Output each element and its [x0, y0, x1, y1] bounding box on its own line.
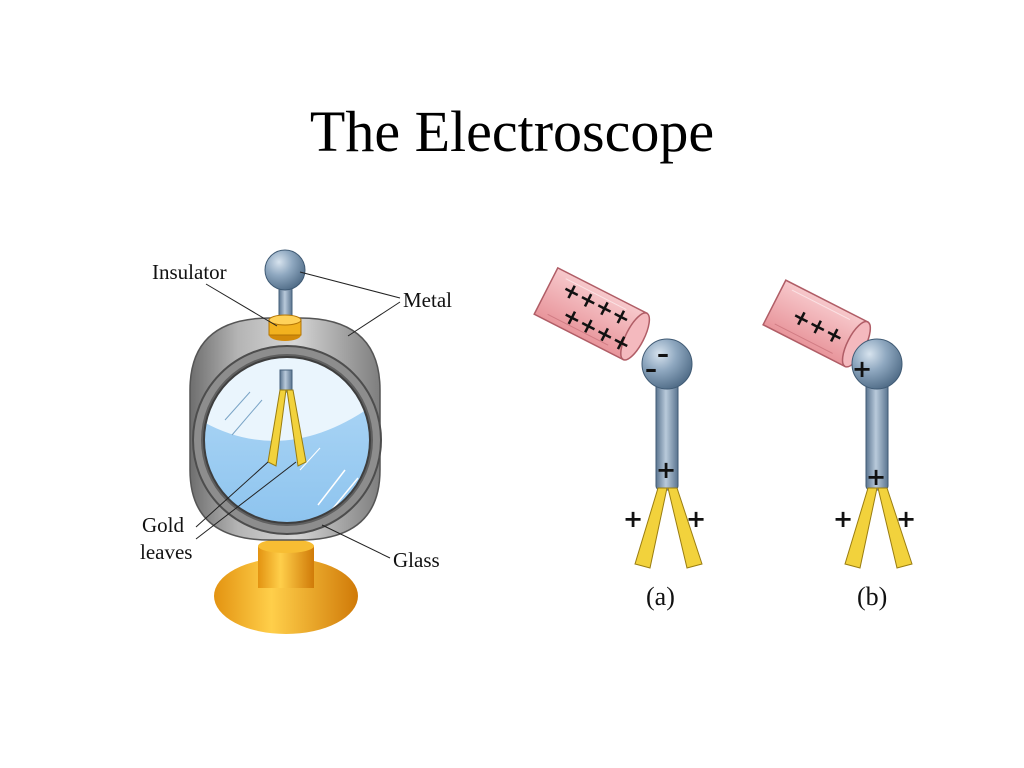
- ball-a-charge-bottom: –: [645, 355, 657, 383]
- leaf-b-right-charge: +: [896, 505, 916, 533]
- leaf-b-left-charge: +: [833, 505, 853, 533]
- stem-b-charge: +: [866, 463, 886, 491]
- electroscope-apparatus: Insulator Metal Gold leaves Glass: [140, 249, 452, 634]
- panel-b: +++ + + + + (b): [762, 279, 916, 611]
- leaf-a-left-charge: +: [623, 505, 643, 533]
- label-glass: Glass: [393, 548, 440, 572]
- ball-a: [641, 338, 693, 390]
- leaf-b-left: [844, 487, 878, 569]
- page-title: The Electroscope: [309, 99, 715, 164]
- label-insulator: Insulator: [152, 260, 227, 284]
- metal-ball: [264, 249, 306, 291]
- caption-b: (b): [857, 582, 887, 611]
- ball-b-charge: +: [852, 355, 872, 383]
- inner-rod: [279, 369, 293, 393]
- leaf-a-left: [634, 487, 668, 569]
- leaf-a-right-charge: +: [686, 505, 706, 533]
- base: [214, 558, 358, 634]
- label-metal: Metal: [403, 288, 452, 312]
- charged-rod-a: ++++ ++++: [533, 266, 651, 361]
- ball-b: [851, 338, 903, 390]
- caption-a: (a): [646, 582, 675, 611]
- ball-a-charge-top: –: [657, 340, 669, 368]
- label-gold: Gold: [142, 513, 185, 537]
- leaf-b-right: [877, 487, 913, 569]
- gold-leaf-right: [286, 389, 307, 467]
- leaf-a-right: [667, 487, 703, 569]
- stem-a-charge: +: [656, 456, 676, 484]
- label-leaves: leaves: [140, 540, 192, 564]
- gold-leaf-left: [267, 389, 287, 467]
- charged-rod-b: +++: [762, 279, 872, 368]
- panel-a: ++++ ++++ – – + + + (a): [533, 266, 706, 611]
